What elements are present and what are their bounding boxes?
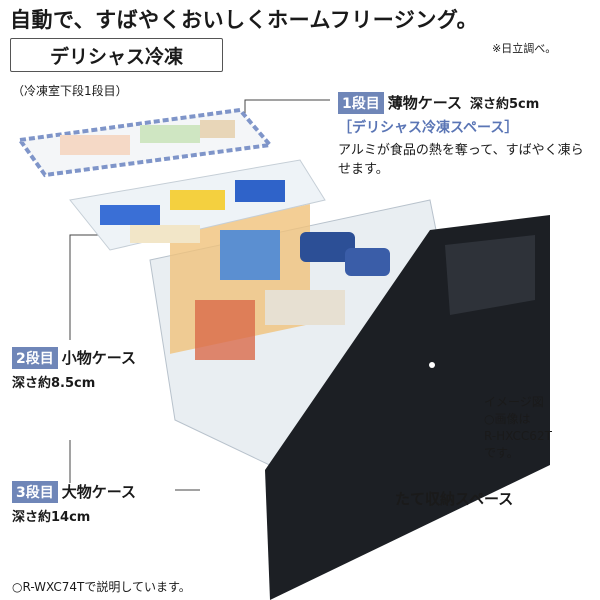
feature-badge: デリシャス冷凍	[10, 38, 223, 72]
tier-2-label: 2段目小物ケース	[12, 347, 136, 369]
tier-1-tag: 1段目	[338, 92, 384, 114]
door-panel	[265, 215, 550, 600]
footer-note: ○R-WXC74Tで説明しています。	[12, 580, 191, 594]
tier-1-depth: 深さ約5cm	[470, 97, 540, 112]
research-note: ※日立調べ。	[492, 42, 557, 55]
tier-1-subtitle: ［デリシャス冷凍スペース］	[338, 120, 519, 136]
tier-3-depth: 深さ約14cm	[12, 510, 91, 525]
tier-1-name: 薄物ケース	[387, 94, 463, 112]
middle-case	[69, 159, 326, 251]
bottom-case	[149, 199, 441, 471]
tier-1-description: アルミが食品の熱を奪って、すばやく凍らせます。	[338, 143, 584, 177]
tier-2-tag: 2段目	[12, 347, 58, 369]
tier-1-label: 1段目薄物ケース深さ約5cm	[338, 92, 539, 114]
vertical-storage-label: たて収納スペース	[395, 490, 514, 508]
top-case	[16, 107, 274, 178]
feature-location: （冷凍室下段1段目）	[12, 84, 128, 98]
tier-3-label: 3段目大物ケース	[12, 481, 136, 503]
headline: 自動で、すばやくおいしくホームフリージング。	[10, 8, 479, 32]
image-note: イメージ図 ○画像は R-HXCC62T です。	[484, 395, 552, 460]
tier-2-depth: 深さ約8.5cm	[12, 376, 96, 391]
tier-3-name: 大物ケース	[61, 483, 137, 501]
tier-2-name: 小物ケース	[61, 349, 137, 367]
tier-3-tag: 3段目	[12, 481, 58, 503]
